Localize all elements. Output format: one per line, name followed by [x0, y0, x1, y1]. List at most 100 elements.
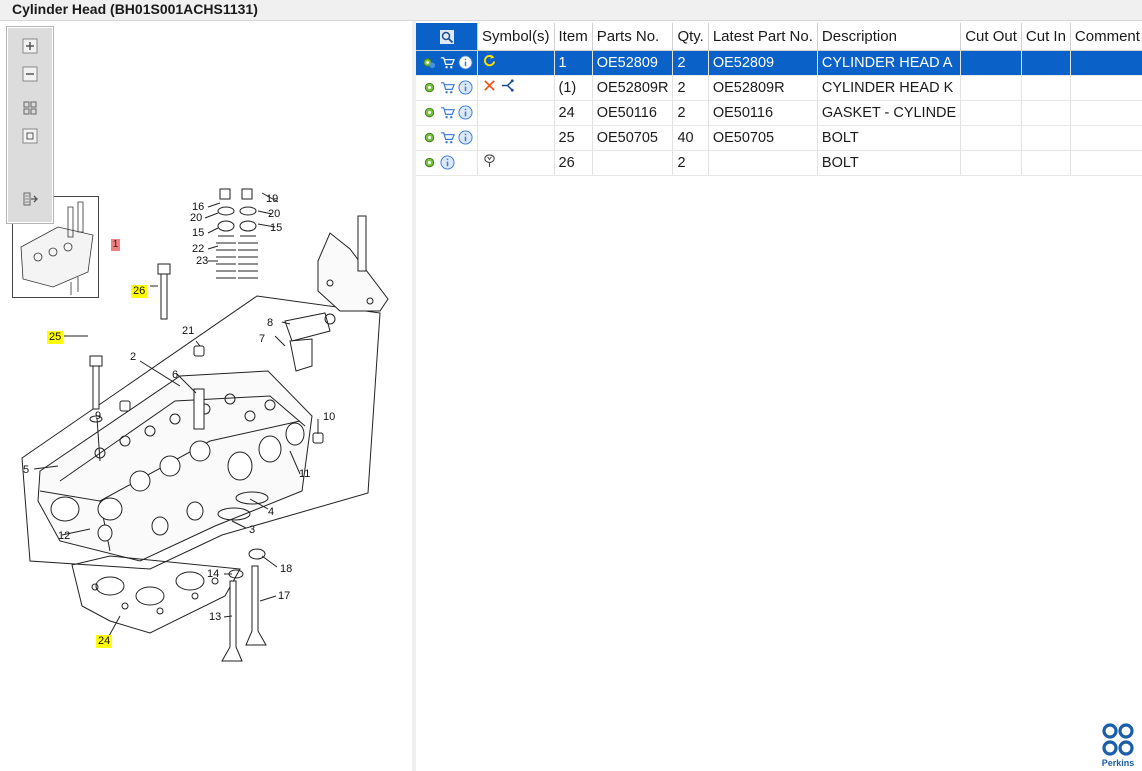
gear-icon[interactable] [422, 105, 437, 120]
callout-3[interactable]: 3 [249, 524, 256, 536]
column-header-item[interactable]: Item [554, 23, 593, 51]
column-header-find[interactable] [416, 23, 478, 51]
row-cut-out [960, 100, 1022, 126]
callout-17[interactable]: 17 [278, 590, 291, 602]
row-qty: 40 [672, 125, 709, 151]
row-qty: 2 [672, 150, 709, 176]
callout-13[interactable]: 13 [209, 611, 222, 623]
table-header-row: Symbol(s) Item Parts No. Qty. Latest Par… [416, 23, 1142, 51]
column-header-cut-out[interactable]: Cut Out [960, 23, 1022, 51]
row-cut-in [1021, 75, 1071, 101]
pane-splitter[interactable] [412, 21, 416, 771]
row-comment [1070, 75, 1142, 101]
row-description: BOLT [817, 125, 962, 151]
callout-18[interactable]: 18 [280, 563, 293, 575]
zoom-out-icon[interactable] [21, 65, 39, 83]
row-cut-in [1021, 100, 1071, 126]
row-latest-part-no: OE50705 [708, 125, 818, 151]
row-symbols [477, 50, 555, 76]
row-qty: 2 [672, 100, 709, 126]
info-icon[interactable] [440, 155, 455, 170]
callout-5[interactable]: 5 [23, 464, 30, 476]
table-row[interactable]: 1 OE52809 2 OE52809 CYLINDER HEAD A [416, 50, 1142, 76]
cart-icon[interactable] [440, 105, 455, 120]
callout-20[interactable]: 20 [190, 212, 203, 224]
window-title: Cylinder Head (BH01S001ACHS1131) [12, 1, 258, 17]
callout-16[interactable]: 16 [192, 201, 205, 213]
cart-icon[interactable] [440, 130, 455, 145]
row-description: GASKET - CYLINDE [817, 100, 962, 126]
pin-icon [484, 154, 495, 168]
callout-12[interactable]: 12 [58, 530, 71, 542]
row-latest-part-no: OE50116 [708, 100, 818, 126]
info-icon[interactable] [458, 105, 473, 120]
callout-7[interactable]: 7 [259, 333, 266, 345]
callout-2[interactable]: 2 [130, 351, 137, 363]
table-row[interactable]: 26 2 BOLT [416, 150, 1142, 176]
column-header-qty[interactable]: Qty. [672, 23, 709, 51]
column-header-comment[interactable]: Comment [1070, 23, 1142, 51]
column-header-cut-in[interactable]: Cut In [1021, 23, 1071, 51]
callout-8[interactable]: 8 [267, 317, 274, 329]
cart-icon[interactable] [440, 55, 455, 70]
column-header-description[interactable]: Description [817, 23, 962, 51]
row-item: (1) [554, 75, 593, 101]
parts-table: Symbol(s) Item Parts No. Qty. Latest Par… [416, 23, 1142, 176]
callout-6[interactable]: 6 [172, 369, 179, 381]
column-header-symbols[interactable]: Symbol(s) [477, 23, 555, 51]
gear-icon[interactable] [422, 155, 437, 170]
diagram-pane[interactable]: 1 19 16 20 20 15 15 22 23 26 21 8 7 25 2… [0, 21, 412, 771]
row-comment [1070, 100, 1142, 126]
row-description: CYLINDER HEAD K [817, 75, 962, 101]
callout-15[interactable]: 15 [192, 227, 205, 239]
brand-name: Perkins [1101, 758, 1135, 768]
callout-11[interactable]: 11 [299, 468, 311, 480]
callout-4[interactable]: 4 [268, 506, 275, 518]
table-row[interactable]: 25 OE50705 40 OE50705 BOLT [416, 125, 1142, 151]
info-icon[interactable] [458, 130, 473, 145]
row-cut-out [960, 75, 1022, 101]
callout-10[interactable]: 10 [323, 411, 336, 423]
column-header-parts-no[interactable]: Parts No. [592, 23, 674, 51]
row-symbols [477, 150, 555, 176]
zoom-in-icon[interactable] [21, 37, 39, 55]
row-cut-out [960, 150, 1022, 176]
row-comment [1070, 150, 1142, 176]
cart-icon[interactable] [440, 80, 455, 95]
thumbnail-callout[interactable]: 1 [111, 239, 120, 251]
gear-icon[interactable] [422, 55, 437, 70]
row-actions [416, 100, 478, 126]
callout-15[interactable]: 15 [270, 222, 283, 234]
gear-icon[interactable] [422, 130, 437, 145]
callout-25[interactable]: 25 [47, 331, 64, 344]
row-cut-out [960, 50, 1022, 76]
row-part-no [592, 150, 674, 176]
row-qty: 2 [672, 50, 709, 76]
callout-21[interactable]: 21 [182, 325, 195, 337]
row-actions [416, 125, 478, 151]
table-row[interactable]: (1) OE52809R 2 OE52809R CYLINDER HEAD K [416, 75, 1142, 101]
gear-icon[interactable] [422, 80, 437, 95]
callout-9[interactable]: 9 [95, 410, 102, 422]
callout-26[interactable]: 26 [131, 285, 148, 298]
row-latest-part-no: OE52809R [708, 75, 818, 101]
exploded-diagram[interactable] [0, 21, 412, 771]
fit-page-icon[interactable] [21, 99, 39, 117]
row-cut-out [960, 125, 1022, 151]
callout-14[interactable]: 14 [207, 568, 220, 580]
export-icon[interactable] [21, 190, 39, 208]
actual-size-icon[interactable] [21, 127, 39, 145]
column-header-latest-part-no[interactable]: Latest Part No. [708, 23, 818, 51]
callout-24[interactable]: 24 [96, 635, 113, 648]
info-icon[interactable] [458, 55, 473, 70]
row-item: 26 [554, 150, 593, 176]
callout-20[interactable]: 20 [268, 208, 281, 220]
callout-23[interactable]: 23 [196, 255, 209, 267]
row-part-no: OE50705 [592, 125, 674, 151]
callout-19[interactable]: 19 [266, 193, 279, 205]
callout-22[interactable]: 22 [192, 243, 205, 255]
table-row[interactable]: 24 OE50116 2 OE50116 GASKET - CYLINDE [416, 100, 1142, 126]
brand-logo: Perkins [1098, 722, 1138, 768]
info-icon[interactable] [458, 80, 473, 95]
row-part-no: OE52809 [592, 50, 674, 76]
